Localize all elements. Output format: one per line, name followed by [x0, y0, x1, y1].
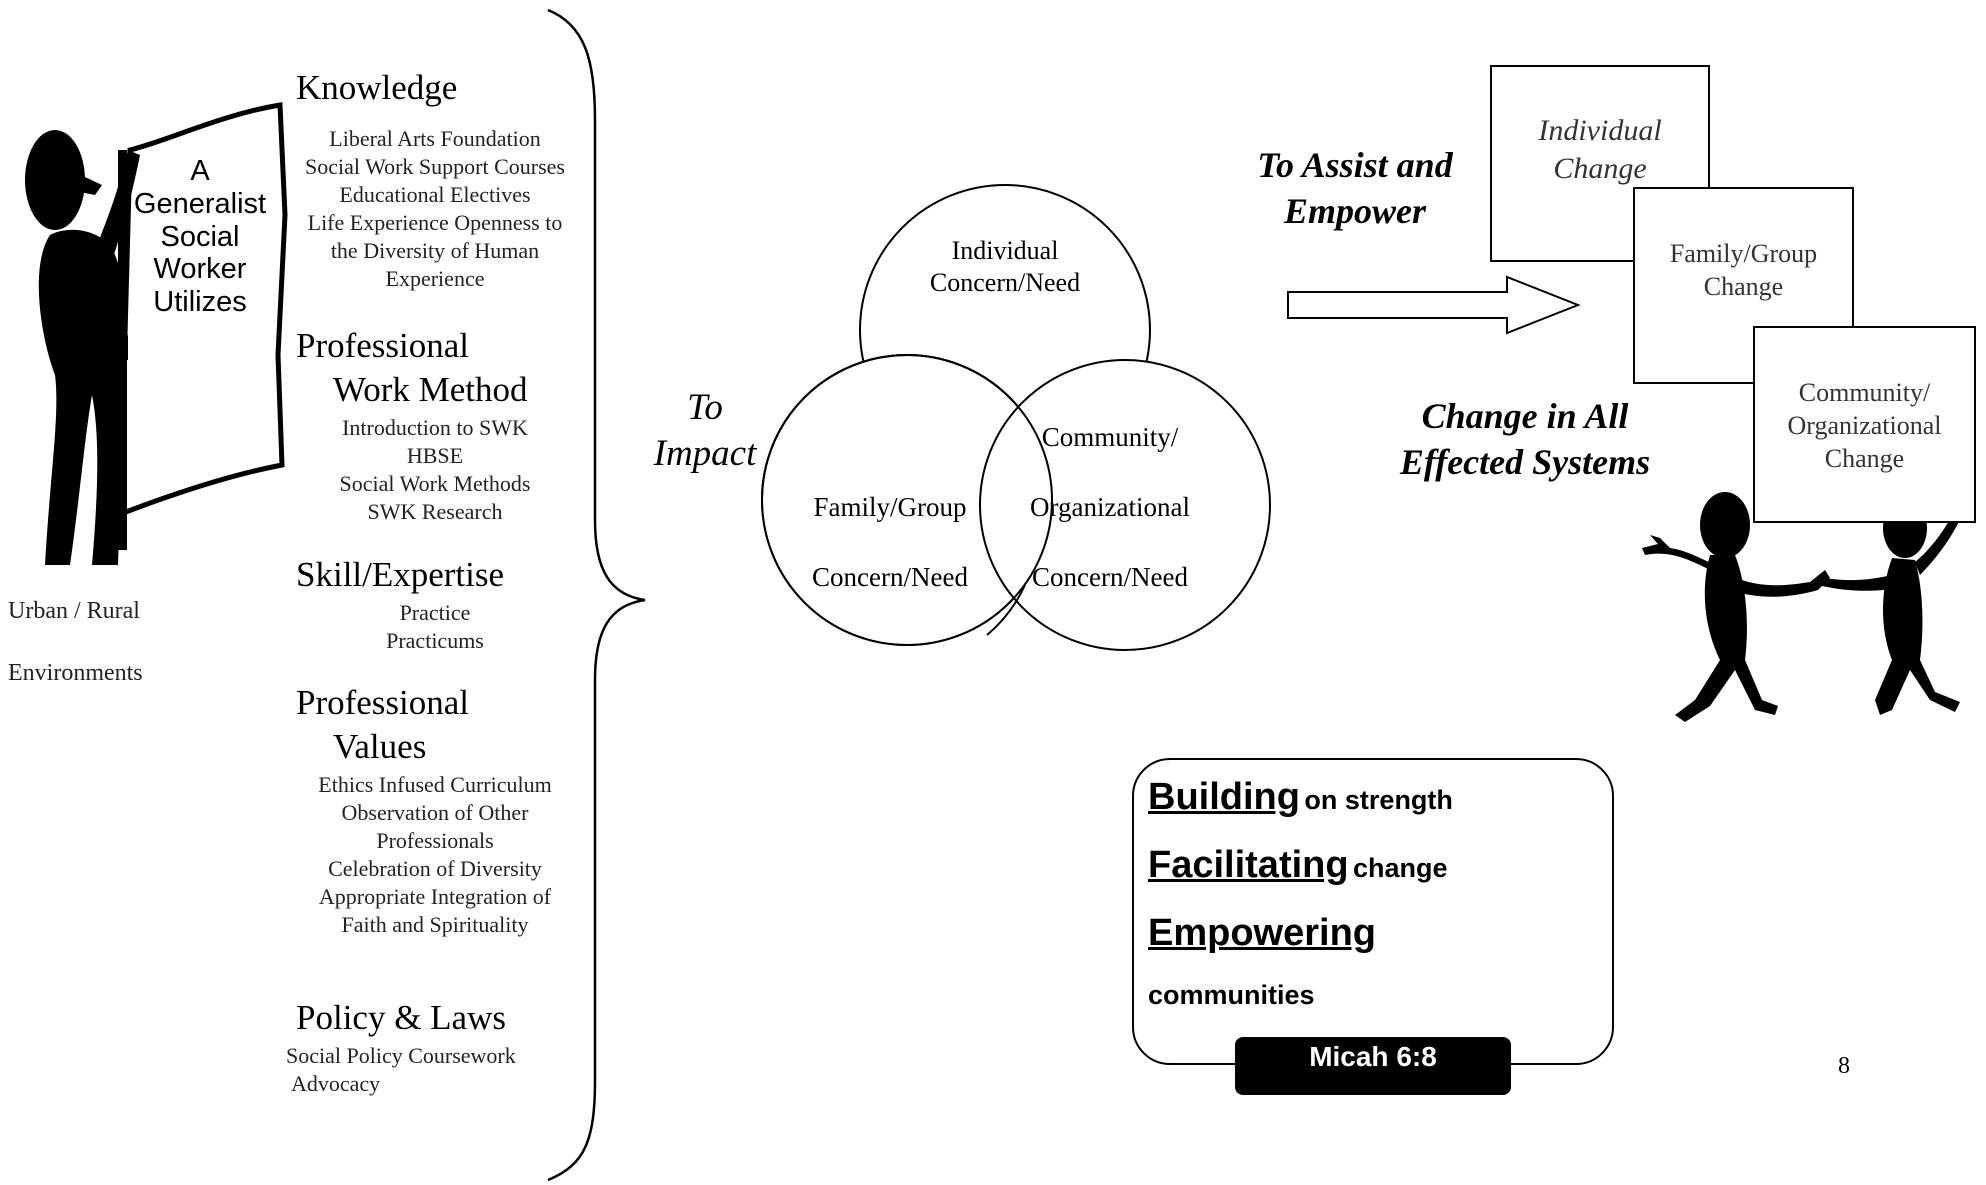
sign-line-generalist: Generalist [133, 187, 267, 220]
sign-board [115, 102, 288, 519]
list-item: Advocacy [291, 1071, 381, 1096]
page-number: 8 [1838, 1053, 1850, 1079]
environment-line-2: Environments [8, 660, 143, 687]
assist-line-1: To Assist and [1257, 145, 1453, 185]
motto-empowering-word: Empowering [1148, 912, 1377, 954]
verse-badge [1235, 1037, 1511, 1095]
venn-community-line-1: Community/ [1041, 422, 1179, 452]
work-method-items: Introduction to SWK HBSE Social Work Met… [280, 414, 590, 526]
venn-diagram [761, 184, 1271, 651]
sign-line-utilizes: Utilizes [153, 286, 247, 319]
list-item: Experience [385, 266, 485, 291]
right-arrow-icon [1287, 275, 1581, 335]
dancing-figures-illustration [1642, 492, 1962, 722]
venn-family-line-2: Concern/Need [812, 562, 968, 592]
list-item: Social Policy Coursework [286, 1043, 516, 1068]
community-change-line-2: Organizational [1787, 411, 1942, 440]
change-all-label: Change in All Effected Systems [1375, 393, 1675, 485]
list-item: Practice [399, 600, 471, 625]
values-heading-line-2: Values [333, 727, 427, 766]
to-impact-line-2: Impact [653, 433, 757, 474]
community-change-text: Community/ Organizational Change [1755, 376, 1974, 475]
knowledge-heading: Knowledge [296, 68, 458, 107]
list-item: Professionals [376, 828, 494, 853]
venn-community-line-3: Concern/Need [1032, 562, 1188, 592]
family-change-line-2: Change [1703, 272, 1784, 301]
grouping-brace [547, 8, 646, 1182]
sign-line-social: Social [160, 220, 240, 253]
venn-circle-community [979, 359, 1271, 651]
skill-heading: Skill/Expertise [296, 555, 505, 594]
individual-change-line-2: Change [1553, 152, 1647, 185]
sign-line-a: A [190, 155, 210, 187]
knowledge-items: Liberal Arts Foundation Social Work Supp… [280, 125, 590, 293]
motto-building-rest: on strength [1304, 785, 1453, 815]
list-item: Practicums [386, 628, 484, 653]
family-change-line-1: Family/Group [1669, 239, 1818, 268]
venn-label-family: Family/Group Concern/Need [790, 472, 990, 612]
environment-label: Urban / Rural Environments [8, 580, 143, 705]
change-all-line-1: Change in All [1421, 396, 1629, 436]
venn-individual-line-1: Individual [951, 236, 1059, 265]
individual-change-text: Individual Change [1492, 112, 1708, 188]
list-item: Introduction to SWK [342, 415, 528, 440]
figure-head [25, 130, 85, 230]
list-item: Social Work Support Courses [305, 154, 565, 179]
motto-line-facilitating: Facilitating change [1148, 846, 1448, 884]
figure-holding-sign-illustration [25, 102, 288, 565]
to-impact-label: To Impact [640, 385, 770, 477]
community-change-line-1: Community/ [1798, 378, 1931, 407]
motto-line-empowering: Empowering [1148, 914, 1376, 952]
motto-line-communities: communities [1148, 980, 1315, 1010]
policy-items: Social Policy Coursework Advocacy [286, 1042, 516, 1098]
venn-label-community: Community/ Organizational Concern/Need [1010, 402, 1210, 612]
to-impact-line-1: To [687, 387, 723, 428]
environment-line-1: Urban / Rural [8, 598, 140, 624]
venn-label-individual: Individual Concern/Need [905, 235, 1105, 299]
values-heading-line-1: Professional [296, 683, 470, 722]
list-item: HBSE [406, 443, 464, 468]
list-item: Observation of Other [341, 800, 529, 825]
list-item: Liberal Arts Foundation [329, 126, 541, 151]
skill-items: Practice Practicums [280, 599, 590, 655]
venn-family-line-1: Family/Group [813, 492, 967, 522]
assist-line-2: Empower [1283, 191, 1426, 231]
list-item: Life Experience Openness to [307, 210, 563, 235]
family-change-text: Family/Group Change [1635, 237, 1852, 303]
venn-community-line-2: Organizational [1030, 492, 1190, 522]
motto-line-building: Building on strength [1148, 778, 1453, 816]
sign-text: A Generalist Social Worker Utilizes [125, 155, 275, 319]
individual-change-line-1: Individual [1538, 114, 1662, 147]
list-item: Ethics Infused Curriculum [318, 772, 552, 797]
figure-body [38, 229, 126, 565]
values-items: Ethics Infused Curriculum Observation of… [280, 771, 590, 939]
list-item: Faith and Spirituality [341, 912, 529, 937]
list-item: the Diversity of Human [330, 238, 540, 263]
venn-individual-line-2: Concern/Need [929, 268, 1081, 297]
policy-heading: Policy & Laws [296, 998, 506, 1037]
sign-line-worker: Worker [153, 253, 247, 286]
motto-facilitating-rest: change [1353, 853, 1448, 883]
verse-text: Micah 6:8 [1309, 1041, 1437, 1072]
community-change-line-3: Change [1824, 444, 1905, 473]
list-item: Celebration of Diversity [328, 856, 542, 881]
change-all-line-2: Effected Systems [1399, 442, 1651, 482]
motto-box [1132, 758, 1614, 1065]
list-item: Social Work Methods [339, 471, 531, 496]
work-method-heading-line-1: Professional [296, 326, 470, 365]
list-item: Educational Electives [339, 182, 531, 207]
community-change-box: Community/ Organizational Change [1753, 326, 1976, 523]
motto-facilitating-word: Facilitating [1148, 844, 1349, 886]
work-method-heading-line-2: Work Method [333, 370, 528, 409]
list-item: Appropriate Integration of [318, 884, 552, 909]
list-item: SWK Research [367, 499, 503, 524]
assist-empower-label: To Assist and Empower [1240, 142, 1470, 234]
motto-building-word: Building [1148, 776, 1300, 818]
